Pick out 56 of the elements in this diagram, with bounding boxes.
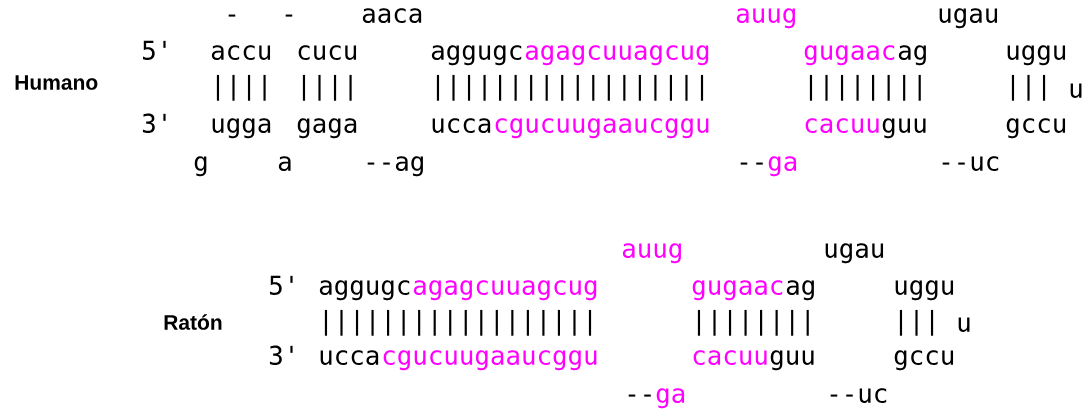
- base-pair-bars: |||: [899, 309, 934, 336]
- sequence-text: auug: [622, 243, 681, 264]
- sequence-text: -: [285, 14, 293, 17]
- sequence-text: u: [1070, 83, 1082, 98]
- species-label: Humano: [15, 75, 98, 90]
- sequence-text: -: [228, 14, 236, 17]
- base-pair-bars: ||||||||: [697, 309, 809, 336]
- sequence-text: gugaac: [692, 280, 783, 301]
- sequence-text: ag: [786, 280, 814, 301]
- sequence-text: cacuu: [805, 118, 879, 133]
- sequence-text: u: [958, 317, 970, 332]
- sequence-text: ucca: [320, 350, 379, 365]
- sequence-text: gccu: [894, 350, 954, 371]
- strand-end-label: 3': [142, 113, 166, 133]
- base-pair-bars: ||||: [302, 74, 352, 101]
- sequence-text: ucca: [432, 118, 491, 133]
- strand-end-label: 5': [270, 275, 293, 295]
- sequence-text: guu: [882, 118, 926, 139]
- base-pair-bars: ||||||||||||||||||: [436, 74, 704, 101]
- base-pair-bars: ||||: [216, 74, 266, 101]
- sequence-text: ag: [898, 45, 926, 66]
- sequence-text: g: [194, 156, 207, 177]
- sequence-text: a: [278, 156, 291, 171]
- sequence-text: aggugc: [431, 45, 522, 66]
- sequence-text: ugau: [939, 8, 998, 29]
- sequence-text: --uc: [830, 388, 887, 403]
- sequence-text: accu: [211, 45, 271, 60]
- sequence-text: guu: [770, 350, 814, 371]
- sequence-text: --ag: [367, 156, 423, 177]
- sequence-text: cgucuugaaucggu: [383, 350, 597, 371]
- sequence-text: ugga: [212, 118, 271, 139]
- base-pair-bars: ||||||||: [809, 74, 921, 101]
- sequence-text: --uc: [942, 156, 999, 171]
- sequence-text: aggugc: [319, 280, 410, 301]
- sequence-text: ugau: [825, 243, 884, 264]
- sequence-text: gugaac: [804, 45, 895, 66]
- sequence-text: --: [628, 394, 651, 397]
- sequence-text: uggu: [895, 280, 954, 301]
- sequence-text: cucu: [298, 45, 357, 60]
- species-label: Ratón: [164, 314, 222, 330]
- strand-end-label: 3': [269, 345, 293, 365]
- base-pair-bars: ||||||||||||||||||: [324, 309, 592, 336]
- sequence-text: cacuu: [693, 350, 767, 365]
- sequence-text: uggu: [1007, 45, 1066, 66]
- strand-end-label: 5': [143, 40, 166, 60]
- sequence-text: agagcuuagcug: [413, 280, 597, 301]
- sequence-text: cgucuugaaucggu: [495, 118, 709, 139]
- sequence-text: auug: [736, 8, 795, 29]
- sequence-text: ga: [656, 388, 685, 409]
- sequence-text: gccu: [1006, 118, 1066, 139]
- base-pair-bars: |||: [1011, 74, 1046, 101]
- sequence-text: ga: [768, 156, 797, 177]
- sequence-text: --: [740, 162, 763, 165]
- sequence-text: agagcuuagcug: [525, 45, 709, 66]
- sequence-text: gaga: [297, 118, 357, 139]
- sequence-text: aaca: [362, 8, 422, 23]
